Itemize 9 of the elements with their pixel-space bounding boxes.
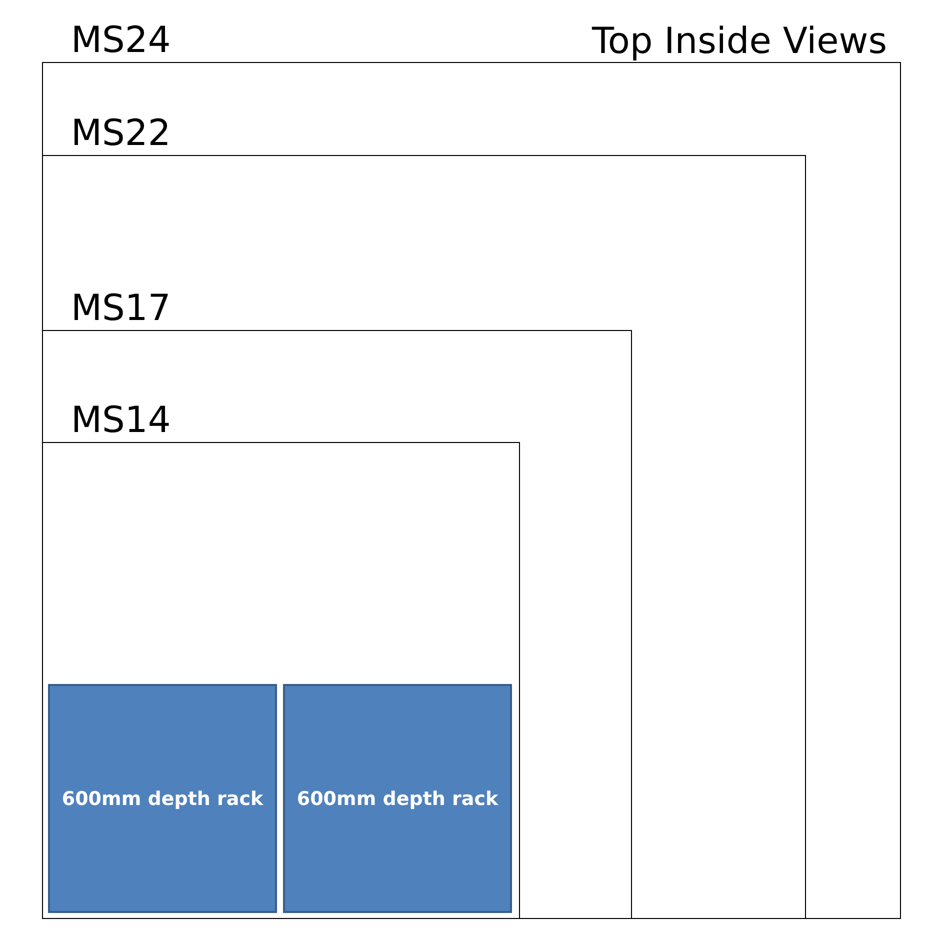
enclosure-label: MS24	[71, 21, 171, 61]
rack-label: 600mm depth rack	[296, 788, 498, 810]
diagram-title: Top Inside Views	[592, 22, 887, 62]
enclosure-label: MS14	[71, 401, 171, 441]
enclosure-label: MS22	[71, 114, 171, 154]
enclosure-label: MS17	[71, 289, 171, 329]
rack-label: 600mm depth rack	[62, 788, 264, 810]
rack-block	[283, 684, 512, 913]
rack-block	[48, 684, 277, 913]
